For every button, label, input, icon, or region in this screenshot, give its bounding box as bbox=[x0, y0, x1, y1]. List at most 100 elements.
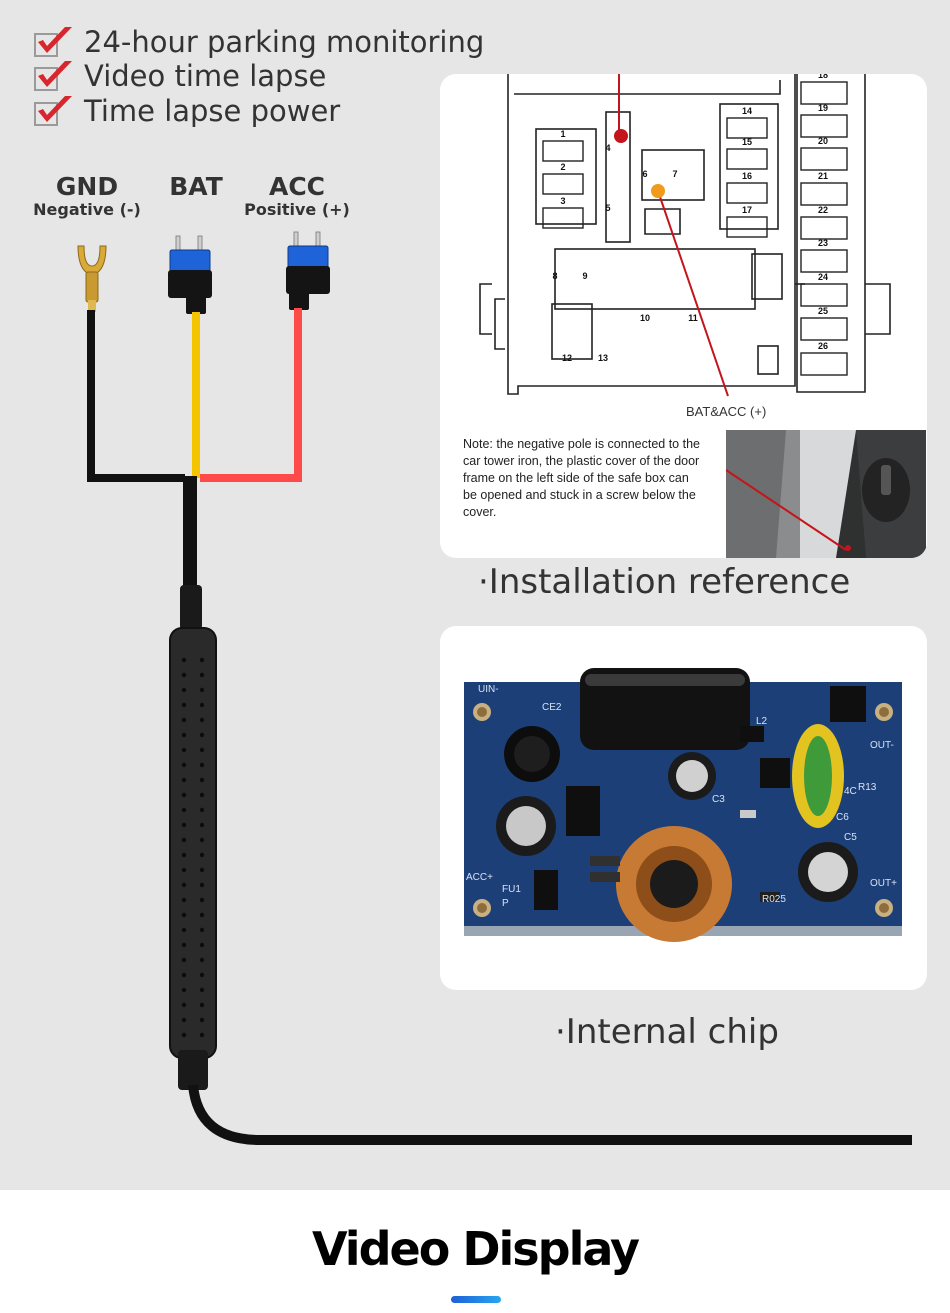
vent-hole bbox=[181, 987, 187, 993]
fuse-slot bbox=[800, 114, 848, 138]
vent-hole bbox=[181, 807, 187, 813]
bat-acc-pointer-label: BAT&ACC (+) bbox=[686, 404, 767, 419]
pcb-label: FU1 bbox=[502, 884, 521, 895]
fuse-slot bbox=[800, 352, 848, 376]
feature-label: 24-hour parking monitoring bbox=[84, 25, 485, 59]
vent-hole bbox=[181, 837, 187, 843]
vent-hole bbox=[199, 837, 205, 843]
fuse-number: 5 bbox=[605, 203, 610, 213]
fuse-number: 17 bbox=[742, 205, 752, 215]
vent-hole bbox=[181, 912, 187, 918]
fuse-slot bbox=[542, 207, 584, 229]
vent-hole bbox=[199, 897, 205, 903]
vent-hole bbox=[199, 792, 205, 798]
vent-hole bbox=[199, 762, 205, 768]
pcb-label: R025 bbox=[762, 894, 786, 905]
gnd-title: GND bbox=[55, 172, 119, 201]
vent-hole bbox=[199, 657, 205, 663]
vent-hole bbox=[181, 852, 187, 858]
car-door-photo bbox=[726, 430, 926, 558]
fuse-number: 4 bbox=[605, 143, 610, 153]
fuse-slot bbox=[726, 182, 768, 204]
vent-hole bbox=[181, 957, 187, 963]
pcb-label: C3 bbox=[712, 794, 725, 805]
feature-item: Video time lapse bbox=[32, 58, 326, 94]
add-a-fuse-tap-icon bbox=[286, 231, 330, 310]
vent-hole bbox=[199, 957, 205, 963]
vent-hole bbox=[181, 762, 187, 768]
gnd-wire bbox=[87, 310, 185, 482]
fuse-slot bbox=[726, 117, 768, 139]
fuse-slot bbox=[800, 182, 848, 206]
vent-hole bbox=[199, 732, 205, 738]
pcb-label: OUT+ bbox=[870, 878, 897, 889]
vent-hole bbox=[181, 1032, 187, 1038]
vent-hole bbox=[199, 1032, 205, 1038]
vent-hole bbox=[181, 657, 187, 663]
vent-hole bbox=[199, 912, 205, 918]
vent-hole bbox=[199, 867, 205, 873]
vent-hole bbox=[181, 702, 187, 708]
feature-label: Time lapse power bbox=[84, 94, 341, 128]
installation-caption: ·Installation reference bbox=[478, 562, 851, 602]
fuse-slot bbox=[800, 249, 848, 273]
fuse-number: 14 bbox=[742, 106, 752, 116]
fuse-number: 1 bbox=[560, 129, 565, 139]
fuse-number: 6 bbox=[642, 169, 647, 179]
vent-hole bbox=[199, 702, 205, 708]
vent-hole bbox=[199, 747, 205, 753]
installation-note: Note: the negative pole is connected to … bbox=[463, 437, 700, 519]
acc-subtitle: Positive (+) bbox=[244, 200, 350, 219]
red-checkmark-icon bbox=[34, 27, 72, 57]
add-a-fuse-tap-icon bbox=[168, 235, 212, 314]
fuse-number: 10 bbox=[640, 313, 650, 323]
red-checkmark-icon bbox=[34, 96, 72, 126]
gnd-label: GND Negative (-) bbox=[22, 173, 152, 219]
vent-hole bbox=[199, 882, 205, 888]
pcb-label: CE2 bbox=[542, 702, 562, 713]
fuse-number: 3 bbox=[560, 196, 565, 206]
vent-hole bbox=[181, 1017, 187, 1023]
acc-label: ACC Positive (+) bbox=[232, 173, 362, 219]
vent-hole bbox=[181, 867, 187, 873]
fuse-slot bbox=[542, 173, 584, 195]
vent-hole bbox=[199, 942, 205, 948]
vent-hole bbox=[181, 1002, 187, 1008]
fuse-number: 2 bbox=[560, 162, 565, 172]
fuse-number: 9 bbox=[582, 271, 587, 281]
pcb-label: 4C bbox=[844, 786, 857, 797]
output-cable bbox=[188, 1084, 912, 1145]
fuse-slot bbox=[726, 216, 768, 238]
pcb-label: R13 bbox=[858, 782, 877, 793]
pcb-label: ACC+ bbox=[466, 872, 493, 883]
fuse-number: 19 bbox=[818, 103, 828, 113]
vent-hole bbox=[181, 897, 187, 903]
wiring-harness-diagram bbox=[77, 231, 912, 1145]
fuse-number: 22 bbox=[818, 205, 828, 215]
fuse-number: 11 bbox=[688, 313, 698, 323]
vent-hole bbox=[199, 777, 205, 783]
power-converter-body bbox=[169, 627, 217, 1059]
acc-wire bbox=[200, 308, 302, 482]
pcb-label: C6 bbox=[836, 812, 849, 823]
converter-vent-holes bbox=[181, 657, 205, 1038]
bat-title: BAT bbox=[169, 172, 223, 201]
vent-hole bbox=[199, 972, 205, 978]
fuse-number: 16 bbox=[742, 171, 752, 181]
pcb-label: UIN- bbox=[478, 684, 499, 695]
chip-caption: ·Internal chip bbox=[555, 1012, 779, 1052]
pcb-label: P bbox=[502, 898, 509, 909]
vent-hole bbox=[199, 717, 205, 723]
vent-hole bbox=[181, 687, 187, 693]
vent-hole bbox=[199, 822, 205, 828]
fuse-number: 26 bbox=[818, 341, 828, 351]
gnd-subtitle: Negative (-) bbox=[33, 200, 141, 219]
video-display-heading: Video Display bbox=[312, 1222, 640, 1276]
fuse-slot bbox=[800, 147, 848, 171]
vent-hole bbox=[181, 672, 187, 678]
vent-hole bbox=[181, 882, 187, 888]
